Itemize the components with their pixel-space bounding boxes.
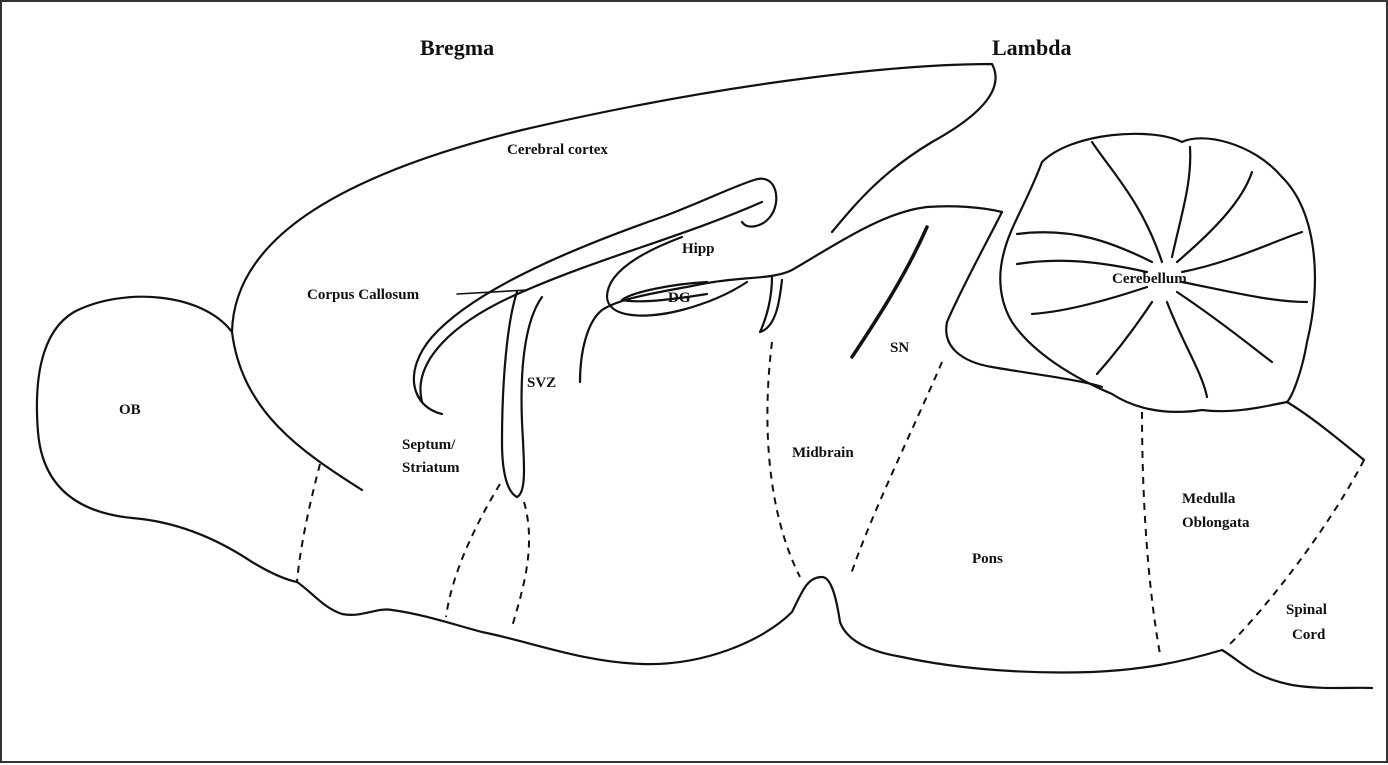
pons-label: Pons: [972, 551, 1003, 567]
septum-right-boundary: [517, 297, 542, 497]
ob-label: OB: [119, 402, 141, 418]
septum-striatum-boundary-left: [446, 484, 500, 617]
medulla-top-boundary: [1287, 402, 1364, 460]
medulla-spinal-boundary: [1227, 460, 1364, 647]
thalamus-boundary: [760, 277, 782, 332]
septum-label-line1: Septum/: [402, 437, 456, 453]
midbrain-label: Midbrain: [792, 445, 854, 461]
lambda-label: Lambda: [992, 35, 1071, 60]
cerebellum-folia: [1017, 142, 1307, 397]
cerebral-cortex-label: Cerebral cortex: [507, 142, 608, 158]
ob-boundary: [297, 464, 320, 582]
cortex-inner-boundary: [232, 332, 362, 490]
hipp-label: Hipp: [682, 241, 715, 257]
septum-left-boundary: [502, 292, 517, 497]
bregma-label: Bregma: [420, 35, 494, 60]
spinal-label-line1: Spinal: [1286, 602, 1327, 618]
pons-medulla-boundary: [1142, 412, 1160, 654]
medulla-label-line2: Oblongata: [1182, 515, 1250, 531]
olfactory-bulb-outline: [37, 297, 297, 582]
brainstem-upper-boundary: [946, 212, 1102, 387]
medulla-label-line1: Medulla: [1182, 491, 1236, 507]
ventral-outline: [297, 577, 1372, 688]
dg-label: DG: [668, 290, 691, 306]
svz-label: SVZ: [527, 375, 556, 391]
sn-label: SN: [890, 340, 909, 356]
callosum-arc: [420, 202, 762, 402]
corpus-callosum-label: Corpus Callosum: [307, 287, 420, 303]
substantia-nigra-mark: [852, 227, 927, 357]
spinal-label-line2: Cord: [1292, 627, 1326, 643]
septum-striatum-boundary-right: [512, 502, 529, 627]
svz-boundary: [580, 206, 1002, 382]
cerebellum-label: Cerebellum: [1112, 271, 1187, 287]
septum-label-line2: Striatum: [402, 460, 460, 476]
midbrain-boundary-right: [850, 362, 942, 577]
